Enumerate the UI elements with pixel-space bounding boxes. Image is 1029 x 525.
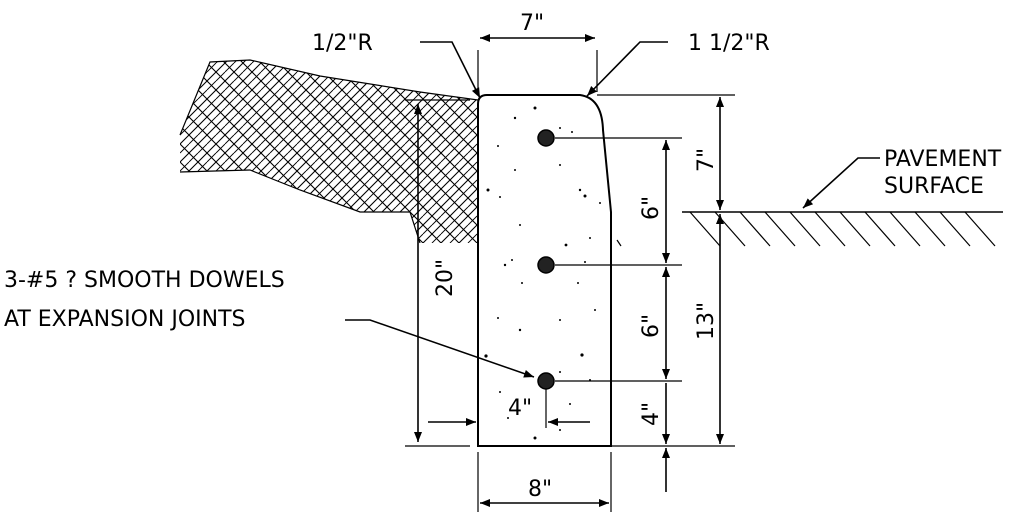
label-surface: SURFACE — [884, 174, 984, 199]
dim-exposed-height: 7" — [694, 148, 719, 172]
concrete-aggregate — [484, 106, 601, 440]
dim-below-pavement: 13" — [694, 302, 719, 340]
dowel-middle — [537, 256, 555, 274]
leader-outer-radius — [586, 41, 668, 97]
dowels — [537, 129, 555, 390]
label-dowels-line2: AT EXPANSION JOINTS — [4, 307, 245, 332]
pavement-surface — [682, 211, 1003, 247]
dim-dowel-from-back: 4" — [508, 396, 532, 421]
backfill-soil — [179, 59, 479, 244]
label-inner-radius: 1/2"R — [312, 31, 373, 56]
label-pavement: PAVEMENT — [884, 147, 1002, 172]
leader-inner-radius — [420, 41, 481, 99]
dim-dowel-from-bottom: 4" — [639, 402, 664, 426]
dowel-bottom — [537, 372, 555, 390]
dim-bottom-width: 8" — [528, 477, 552, 502]
dim-dowel-spacing-mid: 6" — [639, 314, 664, 338]
dim-dowel-spacing-top: 6" — [639, 196, 664, 220]
label-dowels-line1: 3-#5 ? SMOOTH DOWELS — [4, 268, 285, 293]
dim-total-height: 20" — [433, 259, 458, 297]
leader-dowels — [345, 319, 535, 378]
dim-top-width: 7" — [520, 11, 544, 36]
leader-pavement — [802, 157, 880, 209]
extension-lines — [405, 50, 735, 512]
label-outer-radius: 1 1/2"R — [688, 31, 770, 56]
dowel-top — [537, 129, 555, 147]
